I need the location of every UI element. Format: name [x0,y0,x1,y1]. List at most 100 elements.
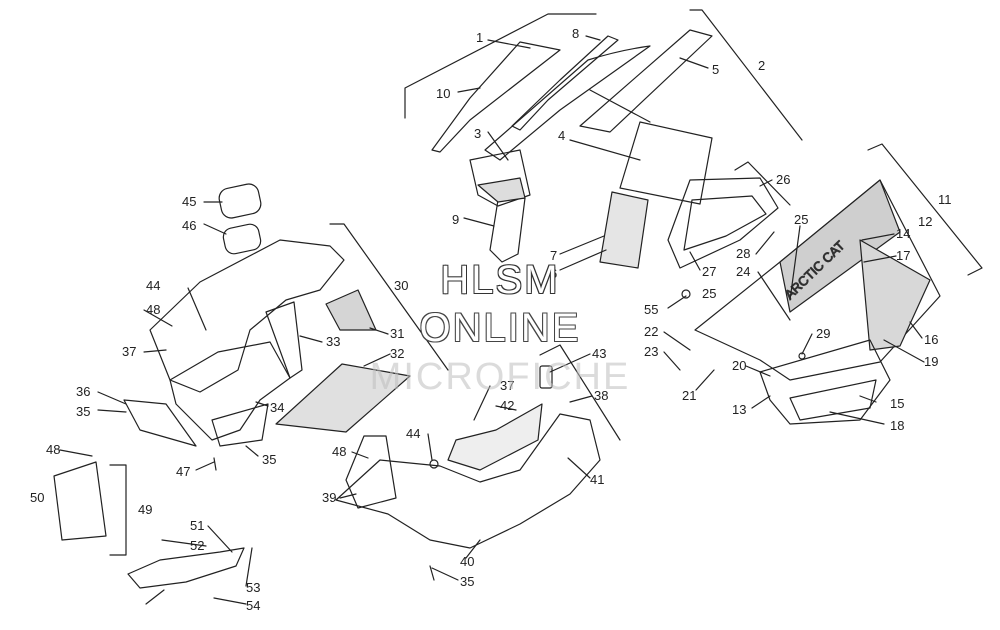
callout-27: 27 [702,264,716,279]
leader-8 [585,35,601,41]
visor-rod [589,89,651,123]
stand-54 [145,589,165,605]
leader-37 [143,349,167,353]
callout-31: 31 [390,326,404,341]
callout-40: 40 [460,554,474,569]
callout-48a: 48 [146,302,160,317]
callout-41: 41 [590,472,604,487]
leader-35a [97,409,127,413]
callout-16: 16 [924,332,938,347]
callout-39: 39 [322,490,336,505]
side-deflector-36 [123,399,197,447]
callout-48b: 48 [332,444,346,459]
callout-48c: 48 [46,442,60,457]
callout-50: 50 [30,490,44,505]
callout-32: 32 [390,346,404,361]
lower-34 [211,403,269,447]
gauge-46 [222,223,262,255]
leader-54 [213,597,247,605]
callout-21: 21 [682,388,696,403]
callout-37a: 37 [122,344,136,359]
belly-33 [169,341,291,441]
windshield-5 [579,29,713,133]
callout-19: 19 [924,354,938,369]
callout-23: 23 [644,344,658,359]
callout-35b: 35 [262,452,276,467]
callout-1: 1 [476,30,483,45]
bracket-11 [867,143,983,276]
leader-22 [663,331,691,351]
hood-mesh [477,177,526,203]
gauge-45 [218,183,262,219]
leader-3 [487,131,509,161]
callout-43: 43 [592,346,606,361]
leader-37b [473,385,491,421]
leader-33 [299,335,323,343]
leader-26 [759,179,773,187]
leader-48b [351,451,369,459]
callout-12: 12 [918,214,932,229]
leader-25a [789,225,801,301]
post-33 [265,301,303,379]
leader-48c [59,449,93,457]
leader-20 [745,365,771,377]
leader-23 [663,351,681,371]
callout-55: 55 [644,302,658,317]
leader-4 [569,139,641,161]
leader-55 [667,295,687,309]
callout-52: 52 [190,538,204,553]
callout-8: 8 [572,26,579,41]
callout-3: 3 [474,126,481,141]
leader-43 [549,353,591,373]
callout-7: 7 [550,248,557,263]
callout-46: 46 [182,218,196,233]
leader-41 [567,457,591,479]
leader-51 [207,525,233,553]
side-panel-9 [489,197,526,263]
leader-29 [801,333,813,355]
side-hood-30 [149,239,345,393]
skid-15 [789,379,877,421]
leader-48a [143,309,173,327]
callout-29: 29 [816,326,830,341]
leader-9 [463,217,495,227]
callout-54: 54 [246,598,260,613]
callout-38: 38 [594,388,608,403]
bracket-26 [734,161,791,206]
leader-27 [689,251,701,271]
lower-bumper-13 [759,339,891,425]
leader-38 [569,395,593,403]
leader-52 [161,539,207,547]
callout-35a: 35 [76,404,90,419]
callout-20: 20 [732,358,746,373]
belly-pan-40 [335,413,601,549]
callout-30: 30 [394,278,408,293]
callout-9: 9 [452,212,459,227]
callout-28: 28 [736,246,750,261]
leader-44b [427,433,433,461]
trim-strip-8 [511,35,619,131]
bracket-1 [404,13,597,119]
panel-32 [275,363,411,433]
leader-32 [363,353,391,367]
callout-13: 13 [732,402,746,417]
callout-25a: 25 [794,212,808,227]
clip-43 [539,365,553,389]
leader-14 [861,233,895,241]
leader-6 [559,249,607,271]
callout-34: 34 [270,400,284,415]
fastener-55 [681,289,691,299]
callout-47: 47 [176,464,190,479]
leader-1 [487,39,531,49]
callout-10: 10 [436,86,450,101]
bracket-2 [689,9,803,141]
console-26 [667,177,779,269]
mesh-19 [859,239,931,351]
callout-33: 33 [326,334,340,349]
callout-6: 6 [550,266,557,281]
callout-2: 2 [758,58,765,73]
callout-15: 15 [890,396,904,411]
panel-42 [447,403,543,471]
screw-47 [213,457,217,471]
